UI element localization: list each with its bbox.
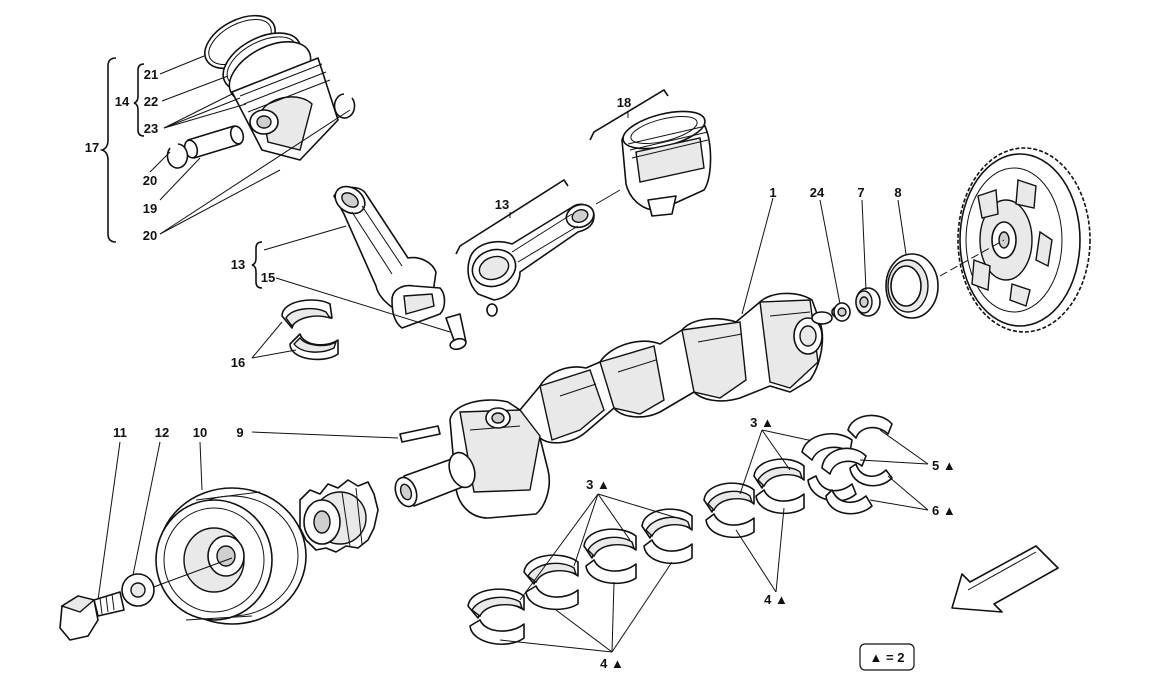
crankshaft [394,292,849,519]
main-bearing-shells-right [703,458,805,539]
brace-13 [251,241,263,289]
flywheel [939,147,1091,333]
bracket-13-center [455,178,569,255]
callout-9: 9 [236,425,243,440]
leader-rod-to-piston [595,189,621,205]
callout-13-center: 13 [495,197,509,212]
callout-4-right: 4 ▲ [764,592,788,607]
bearing-7 [855,287,881,317]
callout-labels: 1 3 ▲ 3 ▲ 4 ▲ 4 ▲ 5 ▲ 6 ▲ 7 8 9 10 11 12… [85,67,956,671]
leaders-pulley [97,441,233,601]
callout-1: 1 [769,185,776,200]
bearing-shells-16 [251,299,339,361]
callout-21: 21 [144,67,158,82]
key-9 [251,425,441,443]
connecting-rod-left [333,185,467,351]
thrust-washers [801,414,893,515]
piston-center [621,110,712,217]
callout-3-bottom: 3 ▲ [586,477,610,492]
callout-11: 11 [113,425,127,440]
leaders-5-6 [859,429,929,511]
leader-1 [741,197,774,315]
callout-20-bottom: 20 [143,228,157,243]
seal-8 [885,253,939,319]
callout-23: 23 [144,121,158,136]
callout-20-top: 20 [143,173,157,188]
callout-10: 10 [193,425,207,440]
main-bearing-shells-lower [467,508,693,646]
legend-text: ▲ = 2 [870,650,905,665]
callout-14: 14 [115,94,130,109]
direction-arrow [951,545,1059,613]
brace-14 [133,63,145,137]
callout-5: 5 ▲ [932,458,956,473]
callout-3-right: 3 ▲ [750,415,774,430]
leaders-24-7-8 [819,199,907,305]
piston-left [231,57,339,161]
callout-13-left: 13 [231,257,245,272]
connecting-rod-center [467,203,595,317]
piston-pin [183,125,245,159]
callout-22: 22 [144,94,158,109]
callout-16: 16 [231,355,245,370]
callout-24: 24 [810,185,825,200]
callout-12: 12 [155,425,169,440]
callout-15: 15 [261,270,275,285]
bracket-18 [589,88,669,141]
leaders-3a-4a [499,493,685,653]
callout-6: 6 ▲ [932,503,956,518]
bolt-11 [59,591,125,641]
pulley-10 [155,487,307,625]
callout-4-bottom: 4 ▲ [600,656,624,671]
leaders-top-left [149,55,351,235]
leaders-3b-4b [735,429,837,593]
quantity-legend: ▲ = 2 [859,643,915,671]
timing-gear [299,479,379,553]
washer-12 [121,573,155,607]
callout-7: 7 [857,185,864,200]
callout-17: 17 [85,140,99,155]
pilot-bushing-24 [833,302,851,322]
leaders-rod-left [263,225,451,333]
circlips-left [166,93,356,169]
callout-19: 19 [143,201,157,216]
callout-18: 18 [617,95,631,110]
callout-8: 8 [894,185,901,200]
brace-17 [99,57,117,243]
